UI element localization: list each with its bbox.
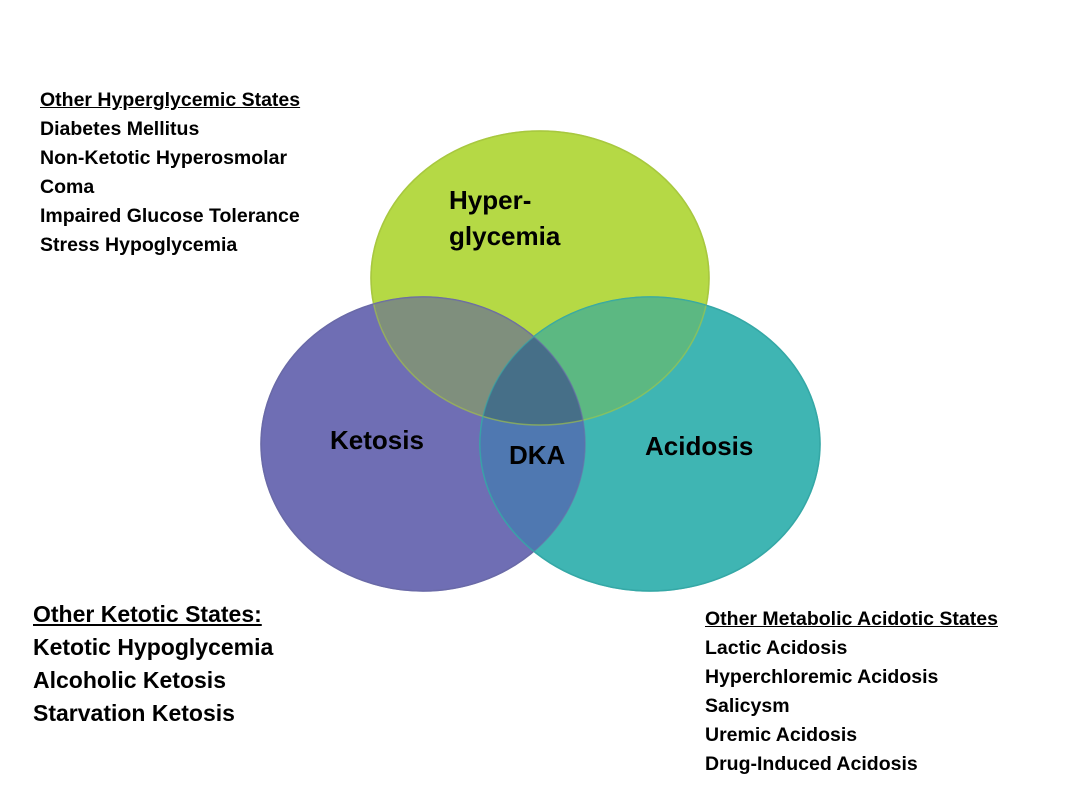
ketotic-states-heading: Other Ketotic States: [33, 601, 262, 627]
ketotic-states-list: Other Ketotic States: Ketotic Hypoglycem… [33, 598, 273, 730]
hyperglycemia-label: Hyper- glycemia [449, 185, 561, 251]
list-item: Alcoholic Ketosis [33, 667, 226, 693]
list-item: Ketotic Hypoglycemia [33, 634, 274, 660]
list-item: Impaired Glucose Tolerance [40, 205, 300, 227]
list-item: Stress Hypoglycemia [40, 234, 238, 256]
acidosis-label: Acidosis [645, 431, 753, 461]
hyperglycemia-label-line-2: glycemia [449, 221, 561, 251]
list-item: Salicysm [705, 695, 790, 717]
list-item: Hyperchloremic Acidosis [705, 666, 939, 688]
hyperglycemia-outline [370, 130, 710, 426]
hyperglycemic-states-heading: Other Hyperglycemic States [40, 89, 301, 111]
list-item: Starvation Ketosis [33, 700, 235, 726]
dka-label: DKA [509, 440, 566, 470]
hyperglycemic-states-list: Other Hyperglycemic States Diabetes Mell… [40, 86, 300, 260]
acidotic-states-list: Other Metabolic Acidotic States Lactic A… [705, 605, 998, 779]
hyper-acidosis-overlap [480, 297, 709, 425]
list-item: Coma [40, 176, 95, 198]
ketosis-label: Ketosis [330, 425, 424, 455]
ketosis-outline [260, 296, 586, 592]
list-item: Diabetes Mellitus [40, 118, 200, 140]
list-item: Drug-Induced Acidosis [705, 753, 918, 775]
list-item: Uremic Acidosis [705, 724, 858, 746]
list-item: Non-Ketotic Hyperosmolar [40, 147, 288, 169]
hyperglycemia-label-line-1: Hyper- [449, 185, 531, 215]
acidotic-states-heading: Other Metabolic Acidotic States [705, 608, 998, 630]
acidosis-outline [479, 296, 821, 592]
list-item: Lactic Acidosis [705, 637, 848, 659]
